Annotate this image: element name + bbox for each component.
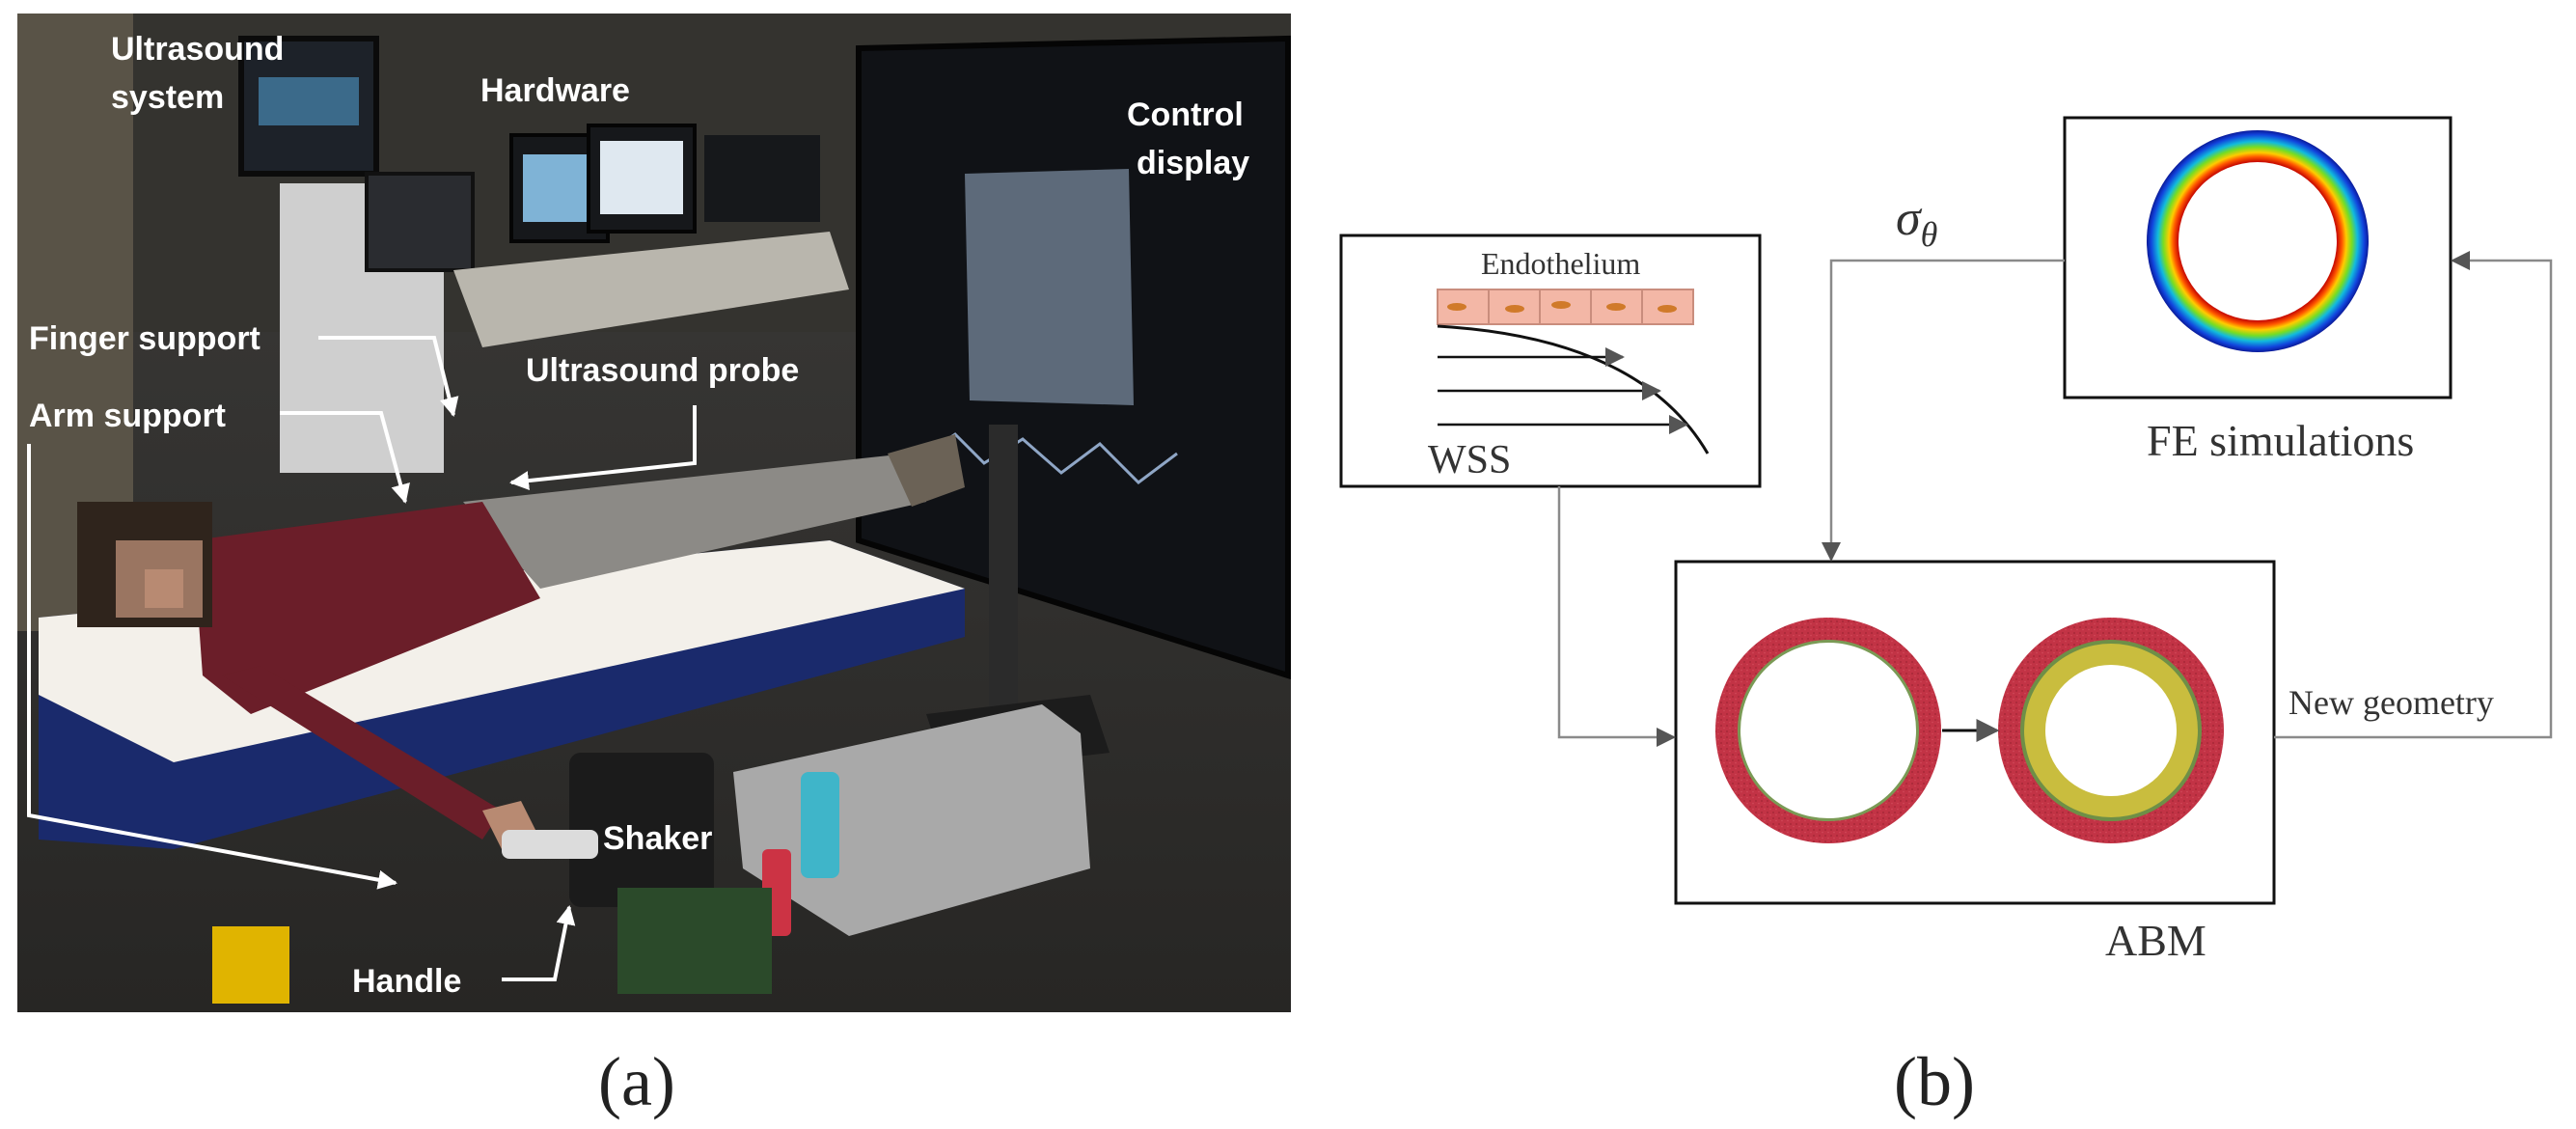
annotation-leader-lines bbox=[27, 336, 697, 981]
label-arm-support: Arm support bbox=[29, 398, 226, 434]
label-ultrasound-system-2: system bbox=[111, 79, 224, 116]
new-geometry-label: New geometry bbox=[2288, 683, 2494, 722]
fe-simulations-label: FE simulations bbox=[2147, 416, 2414, 465]
label-ultrasound-system-1: Ultrasound bbox=[111, 31, 284, 68]
endothelium-label: Endothelium bbox=[1481, 246, 1640, 281]
shaker bbox=[569, 753, 714, 907]
label-hardware: Hardware bbox=[480, 72, 630, 109]
endothelial-cells bbox=[1437, 289, 1694, 325]
abm-label: ABM bbox=[2105, 916, 2206, 965]
label-handle: Handle bbox=[352, 963, 461, 1000]
sigma-subscript: θ bbox=[1921, 215, 1938, 254]
label-shaker: Shaker bbox=[603, 820, 712, 857]
person-torso bbox=[193, 502, 540, 714]
flow-connectors bbox=[1557, 251, 2553, 747]
person-head-blurred bbox=[77, 502, 212, 627]
label-control-display-1: Control bbox=[1127, 96, 1244, 133]
panel-label-b: (b) bbox=[1894, 1043, 1975, 1120]
label-finger-support: Finger support bbox=[29, 320, 260, 357]
velocity-arrows bbox=[1438, 347, 1688, 434]
desk bbox=[453, 232, 849, 347]
person-legs bbox=[463, 454, 926, 589]
panel-b-diagram: Endothelium WSS FE simulations σθ bbox=[1339, 116, 2553, 965]
abm-vessel-before bbox=[1715, 618, 1941, 843]
panel-a-photo: Ultrasound system Hardware Control displ… bbox=[17, 14, 1291, 1012]
panel-label-a: (a) bbox=[598, 1043, 675, 1120]
sigma-theta-label: σθ bbox=[1896, 191, 1937, 254]
label-control-display-2: display bbox=[1137, 145, 1249, 181]
label-ultrasound-probe: Ultrasound probe bbox=[526, 352, 799, 389]
sigma-symbol: σ bbox=[1896, 191, 1923, 246]
endothelium-box bbox=[1339, 234, 1762, 488]
abm-vessel-after bbox=[1998, 618, 2224, 843]
wss-label: WSS bbox=[1428, 438, 1511, 482]
bottle bbox=[801, 772, 839, 878]
person-arm bbox=[222, 666, 502, 840]
